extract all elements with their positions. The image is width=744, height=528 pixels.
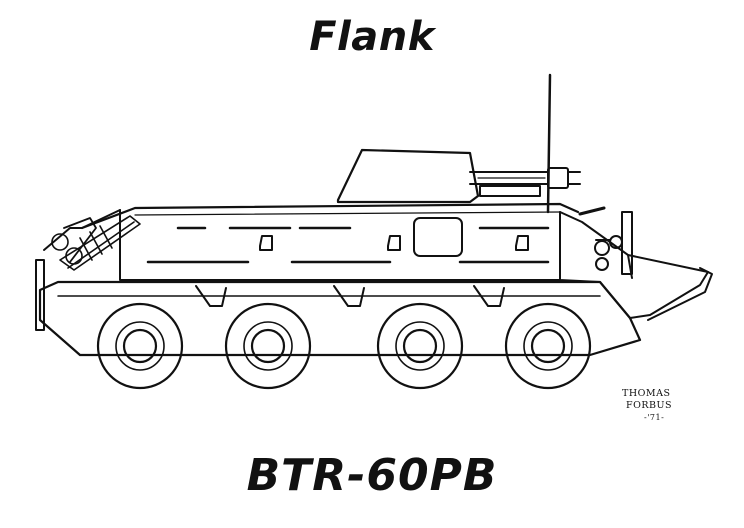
hull-upper (119, 209, 561, 281)
rear-section (35, 259, 45, 331)
hull-handles (259, 235, 529, 251)
turret (336, 148, 480, 204)
hull-side-strips (146, 226, 550, 264)
wheel-wells (195, 285, 505, 307)
hull-lower (38, 280, 642, 357)
muzzle (547, 167, 569, 189)
signature-line-1: THOMAS (622, 388, 671, 399)
hull-roof (80, 202, 580, 230)
wheel (504, 302, 592, 390)
wheel (224, 302, 312, 390)
vehicle-name: BTR-60PB (246, 450, 498, 501)
rear-stowage-rack (51, 215, 141, 271)
signature-line-2: FORBUS (626, 400, 673, 411)
view-title: Flank (309, 14, 435, 60)
wheel (376, 302, 464, 390)
side-hatch (413, 217, 463, 257)
wheel (96, 302, 184, 390)
signature-line-3: -'71- (644, 413, 665, 422)
antenna (546, 73, 552, 214)
front-nose (559, 211, 709, 319)
artist-signature: THOMAS FORBUS -'71- (622, 388, 694, 424)
